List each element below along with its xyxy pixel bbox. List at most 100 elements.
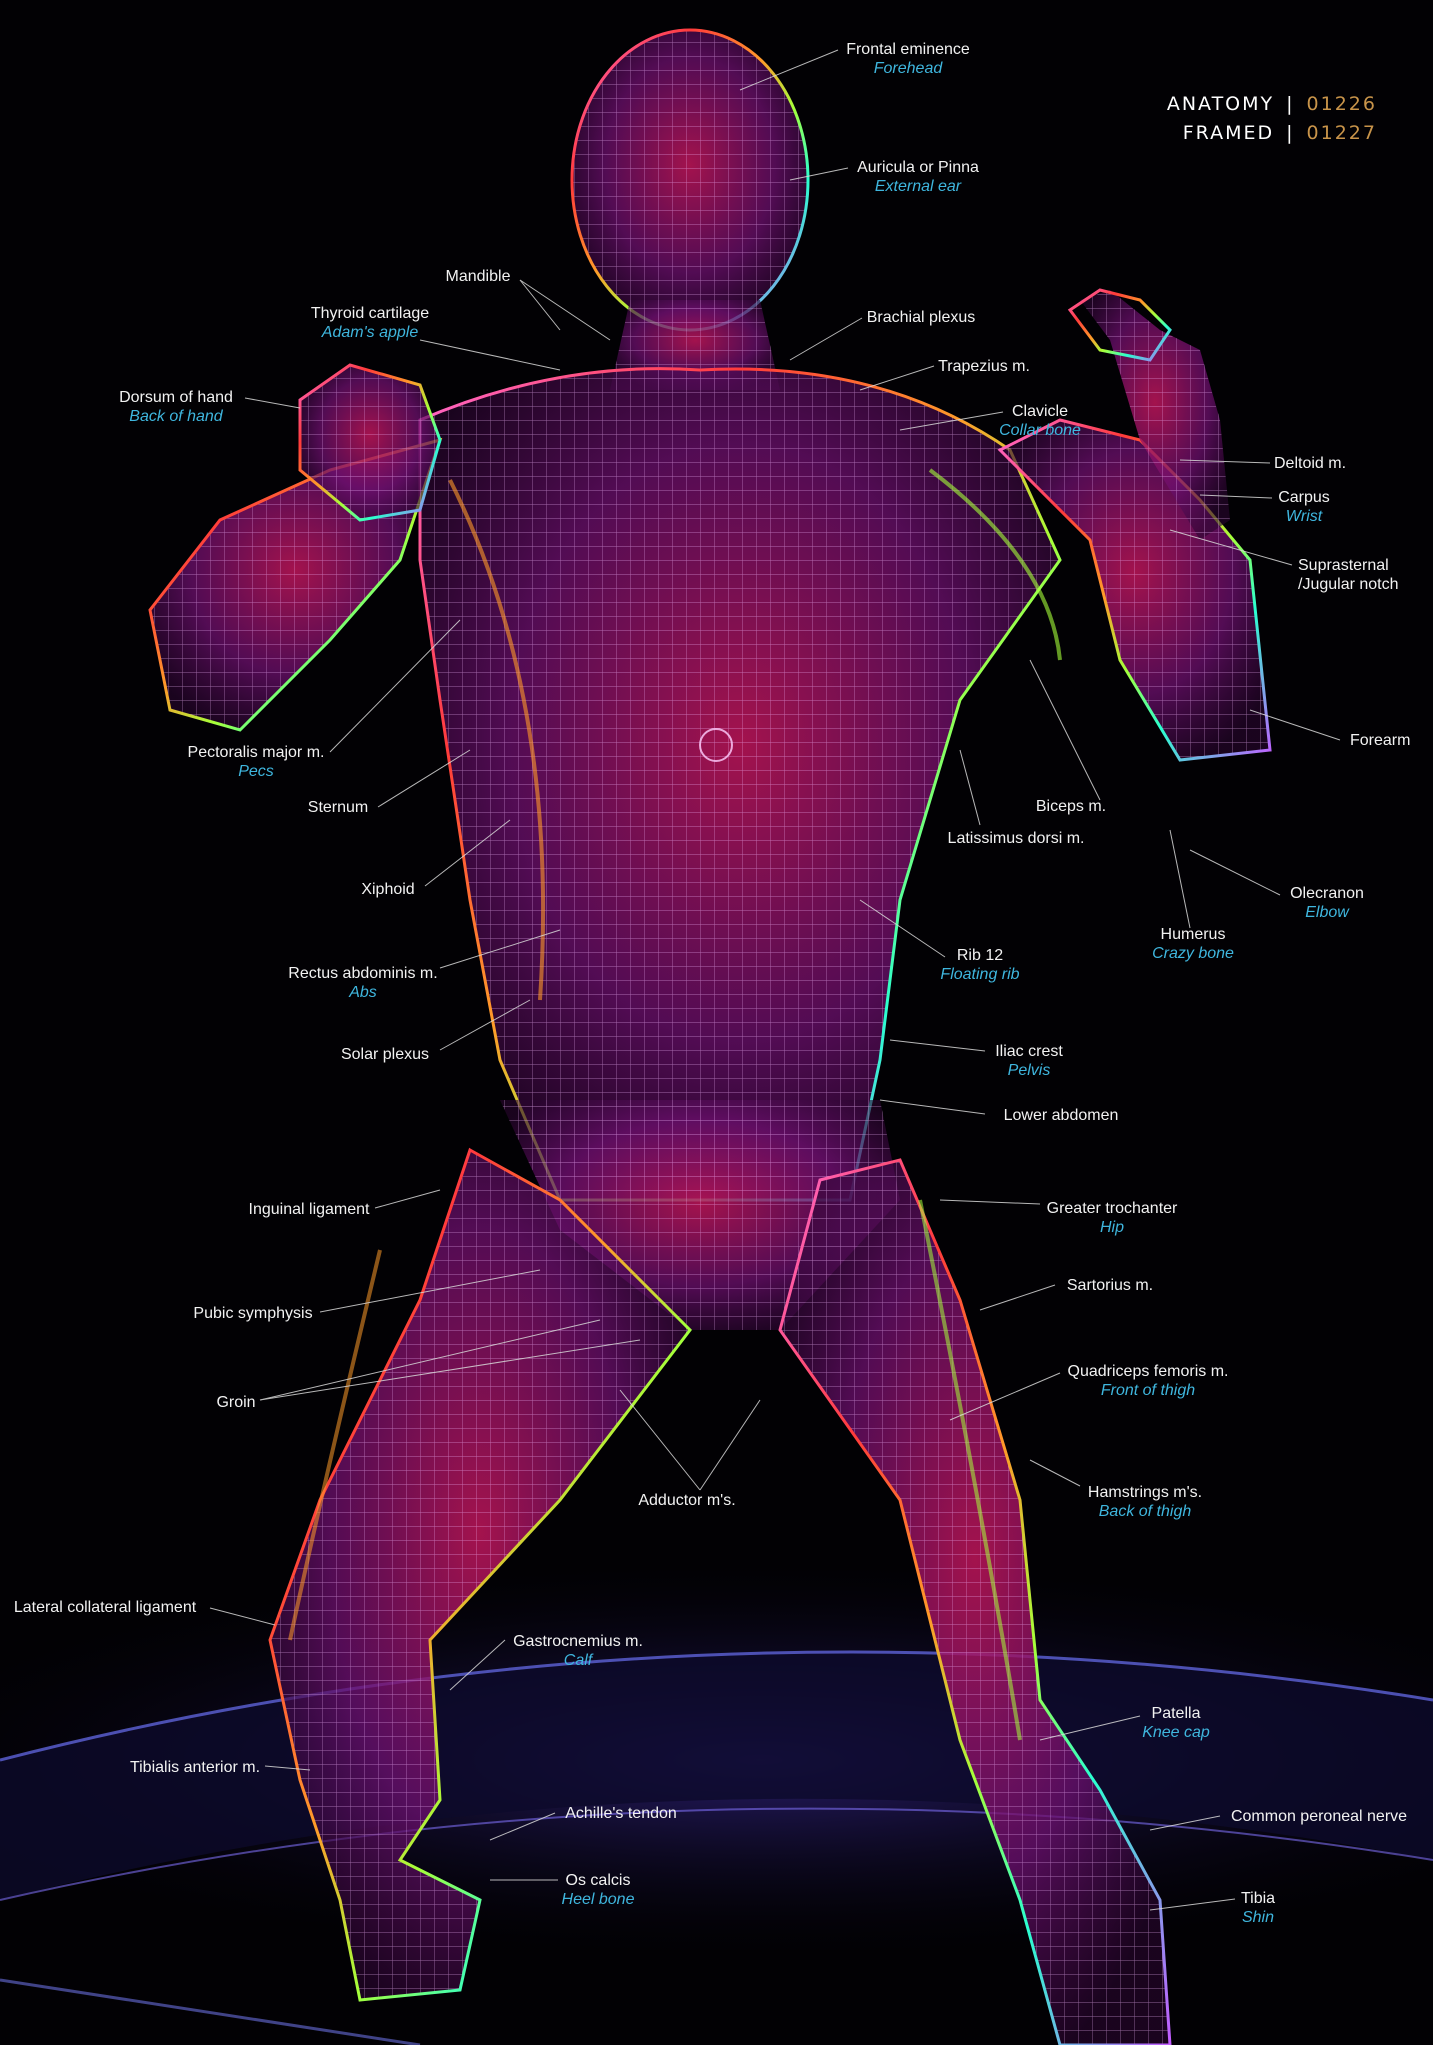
- label-deltoid: Deltoid m.: [1274, 454, 1346, 473]
- label-term: Trapezius m.: [938, 357, 1030, 376]
- label-term: Solar plexus: [341, 1045, 429, 1064]
- label-common-name: Knee cap: [1142, 1723, 1210, 1742]
- label-os-calcis: Os calcisHeel bone: [562, 1871, 635, 1909]
- label-term: Greater trochanter: [1047, 1199, 1178, 1218]
- label-term: Humerus: [1152, 925, 1234, 944]
- label-carpus: CarpusWrist: [1278, 488, 1330, 526]
- label-term: Adductor m's.: [638, 1491, 735, 1510]
- label-groin: Groin: [216, 1393, 255, 1412]
- header-row-1: ANATOMY|01226: [1167, 90, 1377, 119]
- series-code: 01226: [1307, 93, 1377, 115]
- label-term: Frontal eminence: [846, 40, 970, 59]
- label-term: Suprasternal /Jugular notch: [1298, 556, 1399, 594]
- series-header: ANATOMY|01226 FRAMED|01227: [1167, 90, 1377, 148]
- label-quadriceps-femoris: Quadriceps femoris m.Front of thigh: [1068, 1362, 1229, 1400]
- label-term: Thyroid cartilage: [311, 304, 429, 323]
- label-term: Xiphoid: [361, 880, 414, 899]
- label-common-name: Shin: [1241, 1908, 1275, 1927]
- label-term: Brachial plexus: [867, 308, 976, 327]
- label-term: Biceps m.: [1036, 797, 1106, 816]
- label-mandible: Mandible: [446, 267, 511, 286]
- label-common-name: Back of thigh: [1088, 1502, 1202, 1521]
- label-adductors: Adductor m's.: [638, 1491, 735, 1510]
- label-common-peroneal-nerve: Common peroneal nerve: [1231, 1807, 1407, 1826]
- label-term: Quadriceps femoris m.: [1068, 1362, 1229, 1381]
- label-tibialis-anterior: Tibialis anterior m.: [130, 1758, 260, 1777]
- series-name: FRAMED: [1183, 122, 1274, 144]
- label-lateral-collateral-ligament: Lateral collateral ligament: [14, 1598, 196, 1617]
- label-common-name: Front of thigh: [1068, 1381, 1229, 1400]
- label-term: Rectus abdominis m.: [288, 964, 437, 983]
- label-pubic-symphysis: Pubic symphysis: [193, 1304, 312, 1323]
- label-solar-plexus: Solar plexus: [341, 1045, 429, 1064]
- label-term: Lateral collateral ligament: [14, 1598, 196, 1617]
- label-common-name: Elbow: [1290, 903, 1364, 922]
- label-term: Pectoralis major m.: [188, 743, 325, 762]
- series-name: ANATOMY: [1167, 93, 1274, 115]
- label-gastrocnemius: Gastrocnemius m.Calf: [513, 1632, 643, 1670]
- label-term: Sartorius m.: [1067, 1276, 1153, 1295]
- label-term: Olecranon: [1290, 884, 1364, 903]
- label-term: Hamstrings m's.: [1088, 1483, 1202, 1502]
- label-common-name: External ear: [857, 177, 979, 196]
- series-code: 01227: [1307, 122, 1377, 144]
- label-common-name: Forehead: [846, 59, 970, 78]
- label-term: Os calcis: [562, 1871, 635, 1890]
- label-term: Latissimus dorsi m.: [948, 829, 1085, 848]
- label-common-name: Calf: [513, 1651, 643, 1670]
- label-lower-abdomen: Lower abdomen: [1004, 1106, 1119, 1125]
- label-inguinal-ligament: Inguinal ligament: [249, 1200, 370, 1219]
- label-term: Tibialis anterior m.: [130, 1758, 260, 1777]
- label-term: Deltoid m.: [1274, 454, 1346, 473]
- label-term: Groin: [216, 1393, 255, 1412]
- label-biceps: Biceps m.: [1036, 797, 1106, 816]
- header-row-2: FRAMED|01227: [1167, 119, 1377, 148]
- label-common-name: Crazy bone: [1152, 944, 1234, 963]
- label-xiphoid: Xiphoid: [361, 880, 414, 899]
- label-term: Inguinal ligament: [249, 1200, 370, 1219]
- label-common-name: Hip: [1047, 1218, 1178, 1237]
- label-common-name: Abs: [288, 983, 437, 1002]
- label-term: Iliac crest: [995, 1042, 1063, 1061]
- label-term: Dorsum of hand: [119, 388, 233, 407]
- label-rib-12: Rib 12Floating rib: [940, 946, 1019, 984]
- label-term: Gastrocnemius m.: [513, 1632, 643, 1651]
- label-term: Clavicle: [999, 402, 1081, 421]
- label-term: Sternum: [308, 798, 368, 817]
- label-common-name: Pelvis: [995, 1061, 1063, 1080]
- label-pectoralis-major: Pectoralis major m.Pecs: [188, 743, 325, 781]
- label-achilles-tendon: Achille's tendon: [565, 1804, 677, 1823]
- label-forearm: Forearm: [1350, 731, 1410, 750]
- label-common-name: Heel bone: [562, 1890, 635, 1909]
- header-separator: |: [1274, 122, 1306, 144]
- label-suprasternal-notch: Suprasternal /Jugular notch: [1298, 556, 1399, 594]
- label-hamstrings: Hamstrings m's.Back of thigh: [1088, 1483, 1202, 1521]
- label-brachial-plexus: Brachial plexus: [867, 308, 976, 327]
- label-term: Common peroneal nerve: [1231, 1807, 1407, 1826]
- label-clavicle: ClavicleCollar bone: [999, 402, 1081, 440]
- label-common-name: Adam's apple: [311, 323, 429, 342]
- label-latissimus-dorsi: Latissimus dorsi m.: [948, 829, 1085, 848]
- label-term: Achille's tendon: [565, 1804, 677, 1823]
- header-separator: |: [1274, 93, 1306, 115]
- floor-platform: [0, 1560, 1433, 2045]
- label-common-name: Pecs: [188, 762, 325, 781]
- label-term: Patella: [1142, 1704, 1210, 1723]
- label-sartorius: Sartorius m.: [1067, 1276, 1153, 1295]
- label-trapezius: Trapezius m.: [938, 357, 1030, 376]
- label-term: Carpus: [1278, 488, 1330, 507]
- label-common-name: Back of hand: [119, 407, 233, 426]
- label-sternum: Sternum: [308, 798, 368, 817]
